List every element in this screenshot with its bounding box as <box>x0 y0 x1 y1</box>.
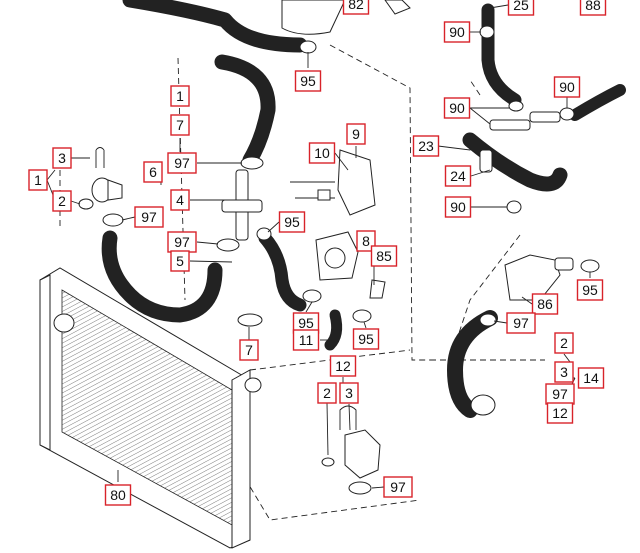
callout-24: 24 <box>444 165 472 187</box>
callout-6: 6 <box>143 161 163 183</box>
callout-12: 12 <box>329 355 357 377</box>
callout-label: 2 <box>58 193 66 209</box>
callout-9: 9 <box>346 123 366 145</box>
callout-label: 5 <box>176 253 184 269</box>
callout-8: 8 <box>356 230 376 252</box>
callout-2: 2 <box>554 332 574 354</box>
callout-97: 97 <box>134 206 164 228</box>
callout-95: 95 <box>294 70 322 92</box>
callout-1: 1 <box>170 85 190 107</box>
callout-97: 97 <box>383 476 413 498</box>
callout-97: 97 <box>167 152 197 174</box>
callout-90: 90 <box>444 196 472 218</box>
callout-2: 2 <box>52 190 72 212</box>
callout-3: 3 <box>339 382 359 404</box>
callout-4: 4 <box>170 189 190 211</box>
callout-label: 7 <box>176 117 184 133</box>
callout-label: 86 <box>537 296 553 312</box>
callout-label: 6 <box>149 164 157 180</box>
callout-95: 95 <box>576 279 604 301</box>
callout-label: 90 <box>450 199 466 215</box>
callout-7: 7 <box>170 114 190 136</box>
callout-label: 85 <box>376 248 392 264</box>
callout-14: 14 <box>577 367 605 389</box>
callout-85: 85 <box>370 245 398 267</box>
callout-80: 80 <box>104 484 132 506</box>
callout-label: 95 <box>298 315 314 331</box>
callout-label: 23 <box>418 138 434 154</box>
callout-label: 97 <box>390 479 406 495</box>
callout-label: 97 <box>141 209 157 225</box>
callout-label: 97 <box>174 155 190 171</box>
callout-86: 86 <box>531 293 559 315</box>
callout-label: 12 <box>552 405 568 421</box>
radiator <box>39 267 262 549</box>
callout-88: 88 <box>579 0 607 16</box>
callout-label: 2 <box>323 385 331 401</box>
callout-97: 97 <box>506 312 536 334</box>
callout-label: 1 <box>176 88 184 104</box>
callout-label: 10 <box>314 145 330 161</box>
callout-12: 12 <box>546 402 574 424</box>
callout-3: 3 <box>554 361 574 383</box>
callout-label: 1 <box>34 172 42 188</box>
callout-11: 11 <box>292 329 320 351</box>
callout-label: 4 <box>176 192 184 208</box>
callout-label: 95 <box>284 214 300 230</box>
callout-label: 95 <box>582 282 598 298</box>
callout-label: 14 <box>583 370 599 386</box>
callout-97: 97 <box>167 231 197 253</box>
callout-3: 3 <box>52 147 72 169</box>
callout-label: 95 <box>300 73 316 89</box>
callout-label: 2 <box>560 335 568 351</box>
callout-label: 82 <box>348 0 364 12</box>
callout-label: 24 <box>450 168 466 184</box>
callout-82: 82 <box>342 0 370 15</box>
callout-95: 95 <box>278 211 306 233</box>
callout-label: 12 <box>335 358 351 374</box>
callout-label: 7 <box>245 342 253 358</box>
callout-label: 3 <box>345 385 353 401</box>
callout-90: 90 <box>443 21 471 43</box>
callout-label: 8 <box>362 233 370 249</box>
callout-label: 97 <box>513 315 529 331</box>
callout-label: 9 <box>352 126 360 142</box>
callout-1: 1 <box>28 169 48 191</box>
callout-label: 3 <box>58 150 66 166</box>
callout-95: 95 <box>352 328 380 350</box>
callout-label: 88 <box>585 0 601 13</box>
callout-label: 90 <box>559 79 575 95</box>
callouts: 82 25 88 90 95 90 1 90 7 9 23 3 10 6 97 … <box>28 0 607 506</box>
callout-label: 95 <box>358 331 374 347</box>
leader-lines <box>46 3 591 489</box>
connectors-and-clamps <box>78 25 600 495</box>
expansion-tank <box>281 0 411 35</box>
callout-label: 3 <box>560 364 568 380</box>
callout-7: 7 <box>239 339 259 361</box>
callout-2: 2 <box>317 382 337 404</box>
callout-5: 5 <box>170 250 190 272</box>
callout-90: 90 <box>553 76 581 98</box>
callout-label: 97 <box>552 386 568 402</box>
callout-23: 23 <box>412 135 440 157</box>
callout-label: 80 <box>110 487 126 503</box>
callout-label: 11 <box>299 332 314 348</box>
callout-25: 25 <box>507 0 535 16</box>
callout-97: 97 <box>545 383 575 405</box>
callout-10: 10 <box>308 142 336 164</box>
callout-label: 97 <box>174 234 190 250</box>
callout-label: 90 <box>449 24 465 40</box>
callout-90: 90 <box>443 97 471 119</box>
callout-label: 25 <box>513 0 529 13</box>
callout-label: 90 <box>449 100 465 116</box>
